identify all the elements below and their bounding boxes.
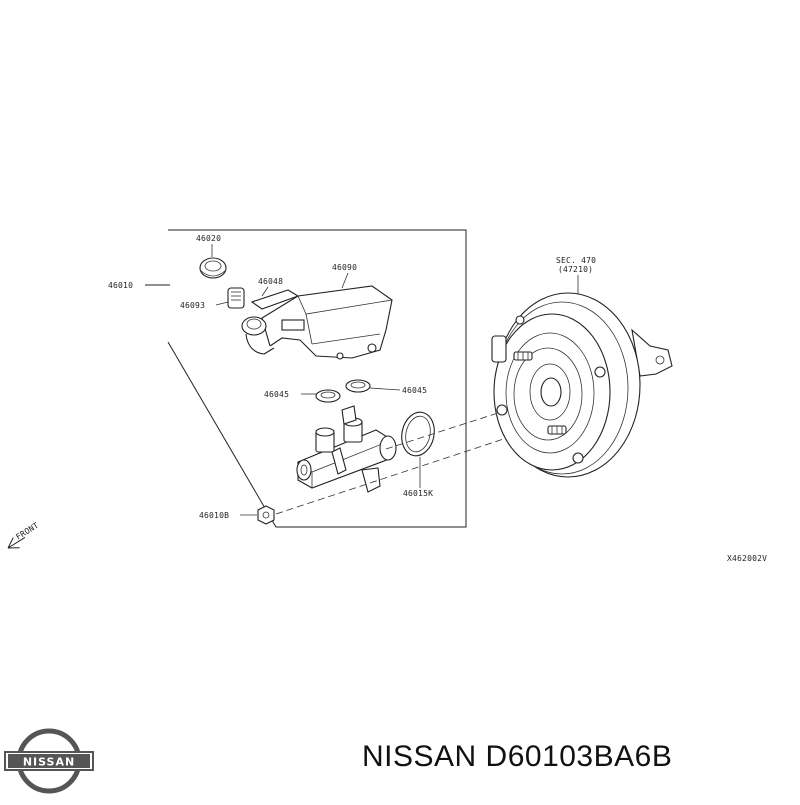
grommet-leader: [215, 301, 229, 306]
reservoir-leader: [341, 272, 349, 289]
o-ring: [401, 411, 435, 457]
grommet: [227, 287, 245, 309]
logo-text: NISSAN: [23, 756, 75, 769]
assembly-bracket: [167, 229, 467, 528]
stud-alignment-dashed: [275, 424, 547, 515]
label-strainer: 46048: [258, 277, 283, 286]
strainer-leader: [261, 286, 269, 297]
master-cylinder: [296, 405, 397, 493]
diagram-code: X462002V: [727, 554, 767, 563]
part-number-caption: NISSAN D60103BA6B: [362, 740, 673, 773]
brake-booster: [491, 292, 673, 478]
nut: [257, 505, 275, 525]
label-reservoir: 46090: [332, 263, 357, 272]
label-booster-ref-2: (47210): [558, 265, 593, 274]
label-oring: 46015K: [403, 489, 433, 498]
label-booster-ref-1: SEC. 470: [556, 256, 596, 265]
label-grommet: 46093: [180, 301, 205, 310]
front-arrow-icon: [7, 536, 26, 549]
fluid-reservoir: [241, 285, 393, 360]
label-front: FRONT: [14, 521, 40, 542]
label-nut: 46010B: [199, 511, 229, 520]
label-cap: 46020: [196, 234, 221, 243]
label-seal-right: 46045: [402, 386, 427, 395]
reservoir-cap: [199, 257, 227, 279]
seal-left: [315, 389, 341, 403]
label-assembly: 46010: [108, 281, 133, 290]
nissan-logo: NISSAN: [2, 727, 96, 795]
seal-right-leader: [369, 387, 401, 391]
label-seal-left: 46045: [264, 390, 289, 399]
seal-right: [345, 379, 371, 393]
